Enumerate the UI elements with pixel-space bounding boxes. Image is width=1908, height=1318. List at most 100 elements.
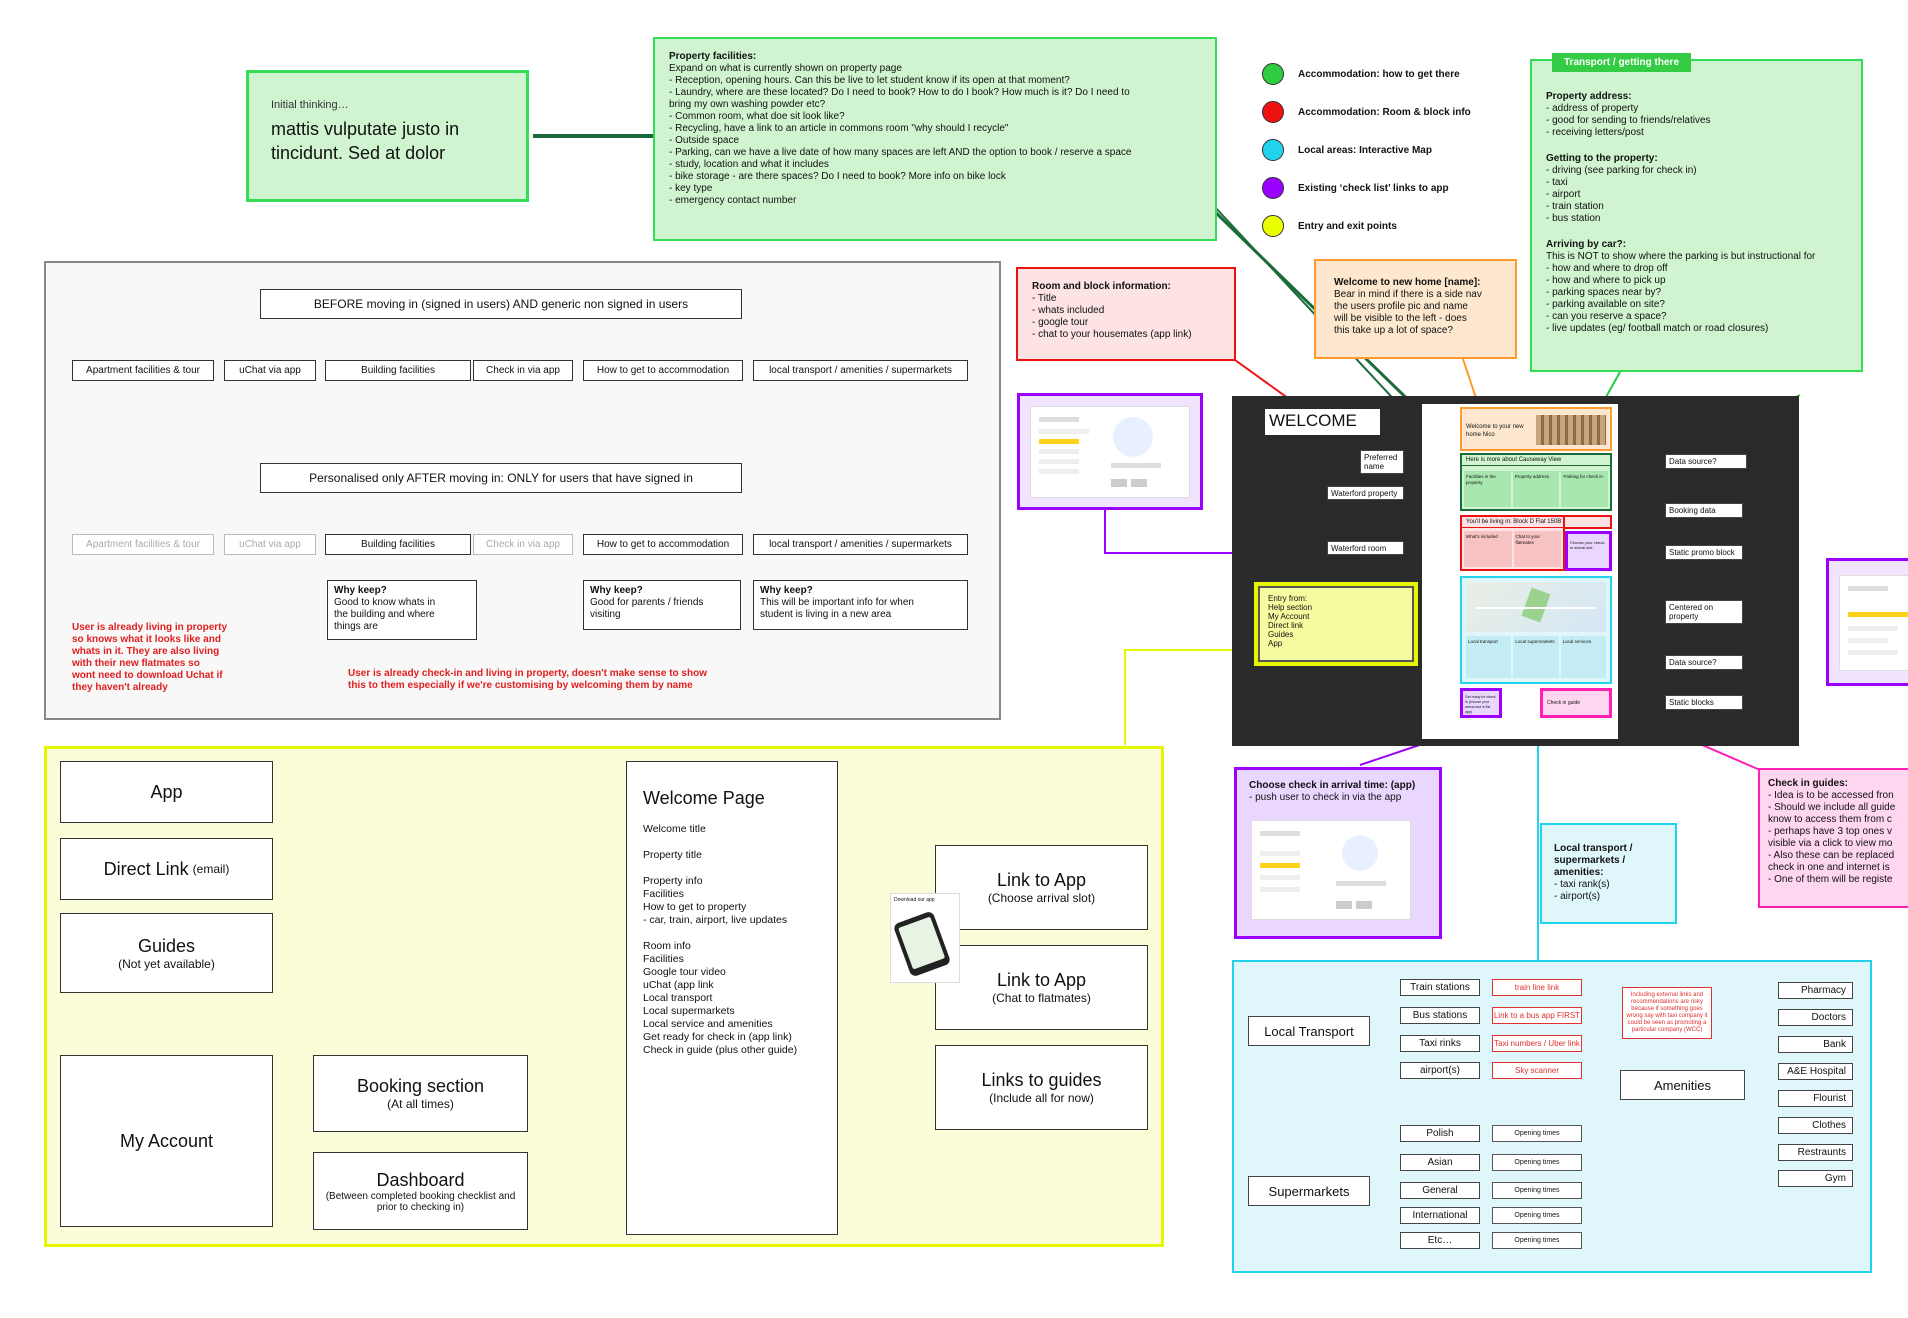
- wire-header-text: Welcome to your new home Nico: [1466, 424, 1524, 438]
- legend-item: Accommodation: Room & block info: [1262, 93, 1532, 131]
- opening-times: Opening times: [1492, 1207, 1582, 1224]
- transport-section-title: Arriving by car?:: [1546, 239, 1627, 250]
- wire-cell: Local services: [1560, 636, 1606, 678]
- tree-item: local transport / amenities / supermarke…: [753, 360, 968, 381]
- why-keep-line: visiting: [590, 609, 621, 620]
- wire-cell: Property address: [1512, 471, 1560, 507]
- welcome-page-line: Local supermarkets: [643, 1005, 735, 1017]
- welcome-note-line: will be visible to the left - does: [1334, 313, 1467, 324]
- why-keep-line: things are: [334, 621, 378, 632]
- link-app-arrival-sub: (Choose arrival slot): [987, 891, 1096, 905]
- guides-note-line: visible via a click to view mo: [1768, 838, 1893, 849]
- wire-about-text: Here is more about Causeway View: [1462, 455, 1610, 466]
- welcome-page-line: Facilities: [643, 888, 684, 900]
- guides-note-line: know to access them from c: [1768, 814, 1892, 825]
- why-keep-line: Good for parents / friends: [590, 597, 704, 608]
- link-app-arrival-label: Link to App: [996, 870, 1087, 890]
- guides-note-line: check in one and internet is: [1768, 862, 1890, 873]
- initial-thinking-head: Initial thinking…: [271, 99, 349, 111]
- legend-dot-icon: [1262, 139, 1284, 161]
- wire-checkin-slot-text: Choose your check-in arrival slot: [1570, 540, 1606, 550]
- guides-entry: Guides (Not yet available): [60, 913, 273, 993]
- checkin-arrival-note: Choose check in arrival time: (app) - pu…: [1234, 767, 1442, 939]
- facilities-line: Expand on what is currently shown on pro…: [669, 63, 902, 74]
- property-facilities-note: Property facilities: Expand on what is c…: [653, 37, 1217, 241]
- legend-label: Accommodation: how to get there: [1298, 68, 1460, 80]
- welcome-home-note: Welcome to new home [name]: Bear in mind…: [1314, 259, 1517, 359]
- room-note-list: - Title- whats included- google tour- ch…: [1032, 293, 1220, 341]
- links-to-guides-sub: (Include all for now): [989, 1091, 1094, 1105]
- entry-from-line: Help section: [1268, 603, 1313, 612]
- why-keep-line: Good to know whats in: [334, 597, 436, 608]
- tree-item: Check in via app: [473, 360, 573, 381]
- wire-header: Welcome to your new home Nico: [1460, 407, 1612, 451]
- amenity-item: Flourist: [1778, 1090, 1853, 1107]
- welcome-page-line: Room info: [643, 940, 691, 952]
- tree-item: local transport / amenities / supermarke…: [753, 534, 968, 555]
- transport-link: Link to a bus app FIRST: [1492, 1007, 1582, 1024]
- red-note-line: User is already check-in and living in p…: [348, 668, 707, 679]
- transport-section-line: - how and where to drop off: [1546, 263, 1668, 274]
- transport-section-line: This is NOT to show where the parking is…: [1546, 251, 1816, 262]
- phone-label: Download our app: [894, 897, 935, 903]
- supermarket-item: Etc…: [1400, 1232, 1480, 1249]
- welcome-page-line: Facilities: [643, 953, 684, 965]
- dashboard-section: Dashboard (Between completed booking che…: [313, 1152, 528, 1230]
- wire-label-booking-data: Booking data: [1665, 503, 1743, 518]
- red-note-line: with their new flatmates so: [72, 658, 200, 669]
- legend-label: Entry and exit points: [1298, 220, 1397, 232]
- transport-item: Train stations: [1400, 979, 1480, 996]
- transport-risk-note: Including external links and recommendat…: [1622, 987, 1712, 1039]
- welcome-note-line: the users profile pic and name: [1334, 301, 1468, 312]
- guides-note-line: - perhaps have 3 top ones v: [1768, 826, 1892, 837]
- welcome-page-line: uChat (app link: [643, 979, 714, 991]
- red-note-line: they haven't already: [72, 682, 168, 693]
- transport-section-line: - can you reserve a space?: [1546, 311, 1667, 322]
- transport-link: train line link: [1492, 979, 1582, 996]
- transport-section: Arriving by car?:This is NOT to show whe…: [1546, 239, 1847, 335]
- why-keep-line: the building and where: [334, 609, 435, 620]
- wire-cell: What's included: [1464, 531, 1512, 567]
- red-note-line: wont need to download Uchat if: [72, 670, 223, 681]
- why-keep-transport-title: Why keep?: [760, 585, 813, 596]
- transport-link: Sky scanner: [1492, 1062, 1582, 1079]
- transport-item: Taxi rinks: [1400, 1035, 1480, 1052]
- transport-tab: Transport / getting there: [1552, 53, 1692, 72]
- transport-section-line: - driving (see parking for check in): [1546, 165, 1697, 176]
- welcome-note-title: Welcome to new home [name]:: [1334, 277, 1481, 288]
- checkin-note-line: - push user to check in via the app: [1249, 792, 1402, 803]
- tree-item: Apartment facilities & tour: [72, 360, 214, 381]
- wire-cell: Facilities in the property: [1464, 471, 1511, 507]
- wire-label-static-promo: Static promo block: [1665, 545, 1743, 560]
- transport-item: airport(s): [1400, 1062, 1480, 1079]
- facilities-line: - Parking, can we have a live date of ho…: [669, 147, 1132, 158]
- local-transport-note: Local transport / supermarkets / ameniti…: [1540, 823, 1677, 924]
- wireframe-welcome-heading: WELCOME: [1265, 409, 1380, 435]
- dashboard-label: Dashboard: [376, 1169, 465, 1190]
- transport-section-line: - address of property: [1546, 103, 1639, 114]
- welcome-page-line: Get ready for check in (app link): [643, 1031, 792, 1043]
- welcome-page-line: - car, train, airport, live updates: [643, 914, 788, 926]
- red-note-line: so knows what it looks like and: [72, 634, 221, 645]
- phone-illustration: Download our app: [890, 893, 960, 983]
- tree-item: Building facilities: [325, 534, 471, 555]
- supermarket-item: General: [1400, 1182, 1480, 1199]
- legend-dot-icon: [1262, 63, 1284, 85]
- booking-label: Booking section: [356, 1076, 485, 1096]
- guides-label: Guides: [137, 935, 196, 956]
- welcome-page-line: Local transport: [643, 992, 713, 1004]
- transport-section-line: - good for sending to friends/relatives: [1546, 115, 1711, 126]
- wire-get-ready-text: Get ready for check in (choose your arri…: [1465, 695, 1496, 714]
- amenity-item: A&E Hospital: [1778, 1063, 1853, 1080]
- app-entry: App: [60, 761, 273, 823]
- facilities-line: - Common room, what doe sit look like?: [669, 111, 845, 122]
- welcome-page-line: [643, 862, 821, 875]
- welcome-note-line: Bear in mind if there is a side nav: [1334, 289, 1482, 300]
